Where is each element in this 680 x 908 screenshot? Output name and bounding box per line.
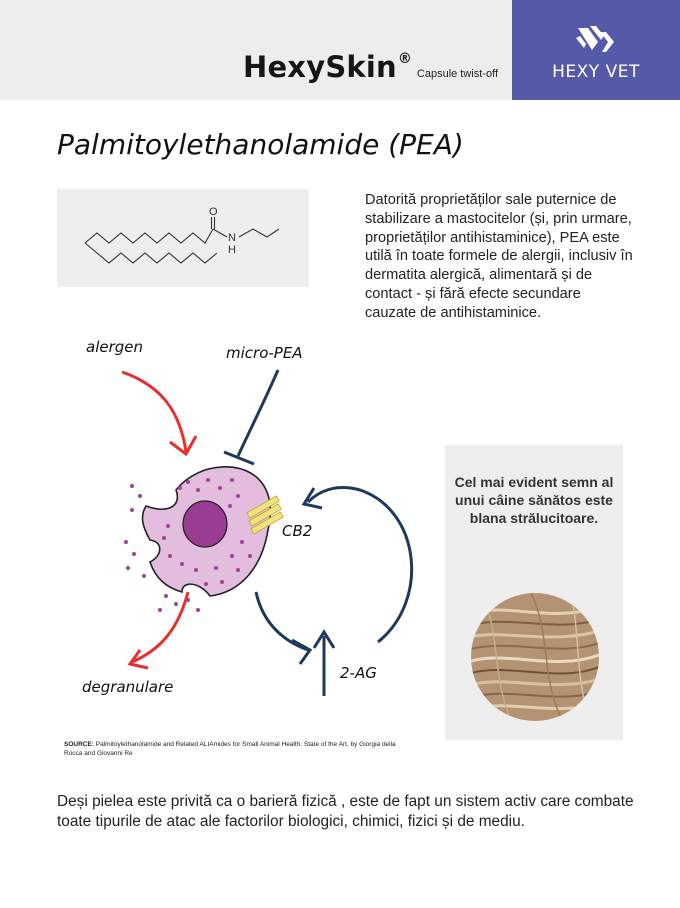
brand-registered-mark: ® xyxy=(397,51,412,67)
molecule-lower-chain xyxy=(84,242,218,264)
logo-text: HEXY VET xyxy=(552,62,640,82)
granules xyxy=(124,478,252,612)
molecule-upper-chain xyxy=(84,228,214,244)
source-label: SOURCE: xyxy=(64,741,94,748)
bottom-paragraph: Deși pielea este privită ca o barieră fi… xyxy=(57,793,634,830)
mast-cell-nucleus xyxy=(182,500,228,548)
molecule-diagram: O N H xyxy=(84,206,280,264)
degranulation-arrow xyxy=(131,591,190,664)
header-band xyxy=(0,0,512,100)
healthy-coat-text: Cel mai evident semn al unui câine sănăt… xyxy=(454,474,614,526)
atom-nitrogen: N xyxy=(228,232,236,244)
label-allergen: alergen xyxy=(86,338,144,356)
source-citation: SOURCE: Palmitoylethanolamide and Relate… xyxy=(64,740,404,758)
intro-paragraph: Datorită proprietăților sale puternice d… xyxy=(365,192,633,321)
logo-box: HEXY VET xyxy=(512,0,680,100)
page-title: Palmitoylethanolamide (PEA) xyxy=(57,128,464,161)
hexy-vet-logo-icon xyxy=(576,26,614,52)
allergen-arrow xyxy=(121,370,188,453)
brand-subtitle: Capsule twist-off xyxy=(416,68,498,80)
mast-cell-diagram: alergen micro-PEA CB2 2-AG degranulare xyxy=(70,330,430,735)
atom-oxygen: O xyxy=(209,206,218,218)
feedback-loop-arrow xyxy=(306,486,414,644)
atom-hydrogen: H xyxy=(228,244,236,256)
cb2-receptor xyxy=(246,495,284,535)
source-text: Palmitoylethanolamide and Related ALIAmi… xyxy=(64,741,396,757)
healthy-coat-panel: Cel mai evident semn al unui câine sănăt… xyxy=(445,445,623,740)
dog-fur-image xyxy=(471,593,599,721)
label-2-ag: 2-AG xyxy=(340,664,377,682)
brand-name: HexySkin xyxy=(242,50,397,84)
molecule-structure: O N H xyxy=(57,189,309,287)
label-degranulation: degranulare xyxy=(82,678,174,696)
label-micro-pea: micro-PEA xyxy=(226,344,303,362)
label-cb2: CB2 xyxy=(282,522,313,540)
micro-pea-arrow xyxy=(236,369,280,457)
brand: HexySkin ® Capsule twist-off xyxy=(243,50,498,84)
